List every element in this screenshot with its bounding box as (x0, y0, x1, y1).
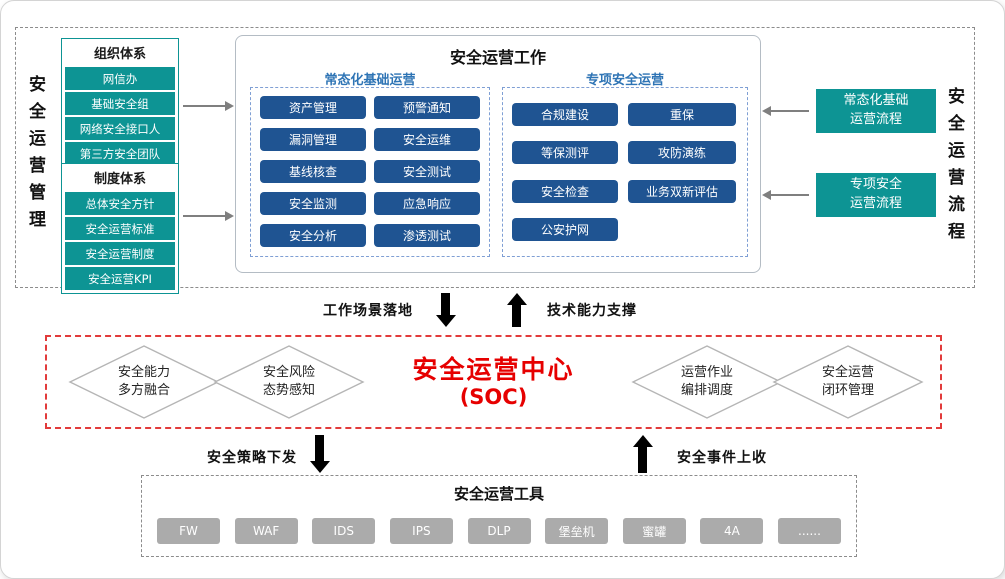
risk-awareness-diamond: 安全风险 态势感知 (213, 345, 365, 419)
normal-ops-item: 应急响应 (374, 192, 480, 215)
tool-item-fw: FW (157, 518, 220, 544)
org-system-item: 网信办 (65, 67, 175, 90)
diamond-label: 运营作业 编排调度 (680, 364, 733, 398)
normal-ops-title: 常态化基础运营 (324, 73, 416, 88)
special-ops-item: 业务双新评估 (628, 180, 736, 203)
event-up-arrow (632, 435, 653, 473)
special-ops-item: 合规建设 (512, 103, 618, 126)
diamond-shape-icon (631, 345, 783, 419)
org-system-title: 组织体系 (93, 47, 146, 62)
operation-scheduling-diamond: 运营作业 编排调度 (631, 345, 783, 419)
tool-item-ips: IPS (389, 518, 453, 544)
tool-item-dlp: DLP (467, 518, 531, 544)
tools-panel: 安全运营工具 FW WAF IDS IPS DLP 堡垒机 蜜罐 4A ....… (141, 475, 857, 557)
normal-ops-item: 基线核查 (260, 160, 366, 183)
tech-up-arrow (506, 293, 527, 327)
normal-flow-to-work-arrow (762, 105, 809, 116)
scenario-down-arrow (435, 293, 456, 327)
capability-fusion-diamond: 安全能力 多方融合 (68, 345, 220, 419)
diamond-shape-icon (68, 345, 220, 419)
work-panel-title: 安全运营工作 (449, 48, 546, 67)
tools-row: FW WAF IDS IPS DLP 堡垒机 蜜罐 4A ...... (157, 518, 841, 544)
management-vertical-label: 安全运营管理 (25, 75, 45, 237)
special-ops-item: 安全检查 (512, 180, 618, 203)
normal-ops-item: 预警通知 (374, 96, 480, 119)
special-ops-item: 重保 (628, 103, 736, 126)
policy-system-item: 安全运营KPI (65, 267, 175, 290)
org-system-item: 基础安全组 (65, 92, 175, 115)
policy-system-title: 制度体系 (93, 172, 146, 187)
special-ops-title: 专项安全运营 (585, 73, 664, 88)
normal-ops-item: 资产管理 (260, 96, 366, 119)
special-ops-item: 公安护网 (512, 218, 618, 241)
scenario-landing-label: 工作场景落地 (323, 303, 413, 319)
org-system-group: 组织体系 网信办 基础安全组 网络安全接口人 第三方安全团队 (61, 38, 179, 169)
soc-title: 安全运营中心 (412, 355, 575, 384)
normal-flow-box: 常态化基础 运营流程 (816, 89, 936, 133)
special-flow-to-work-arrow (762, 189, 809, 200)
soc-panel-border: 安全运营中心 (SOC) (45, 335, 942, 429)
diamond-label: 安全运营 闭环管理 (821, 364, 874, 398)
diamond-label: 安全能力 多方融合 (117, 364, 170, 398)
tool-item-more: ...... (778, 518, 841, 544)
management-region-border (15, 27, 975, 288)
org-to-work-arrow (183, 100, 234, 111)
process-vertical-label: 安全运营流程 (944, 87, 964, 249)
policy-dispatch-label: 安全策略下发 (207, 450, 297, 466)
tools-title: 安全运营工具 (453, 485, 544, 503)
tool-item-ids: IDS (312, 518, 376, 544)
policy-system-item: 安全运营标准 (65, 217, 175, 240)
policy-system-item: 安全运营制度 (65, 242, 175, 265)
normal-ops-box (250, 87, 490, 257)
special-ops-box (502, 87, 748, 257)
policy-system-group: 制度体系 总体安全方针 安全运营标准 安全运营制度 安全运营KPI (61, 163, 179, 294)
diamond-shape-icon (772, 345, 924, 419)
policy-to-work-arrow (183, 210, 234, 221)
normal-ops-item: 安全运维 (374, 128, 480, 151)
diamond-shape-icon (213, 345, 365, 419)
org-system-item: 网络安全接口人 (65, 117, 175, 140)
special-ops-item: 等保测评 (512, 141, 618, 164)
security-operations-work-panel: 安全运营工作 常态化基础运营 资产管理 漏洞管理 基线核查 安全监测 安全分析 … (235, 35, 761, 273)
closed-loop-diamond: 安全运营 闭环管理 (772, 345, 924, 419)
tool-item-bastion: 堡垒机 (545, 518, 609, 544)
tech-support-label: 技术能力支撑 (547, 303, 637, 319)
tool-item-honeypot: 蜜罐 (622, 518, 686, 544)
diamond-label: 安全风险 态势感知 (262, 364, 315, 398)
policy-down-arrow (309, 435, 330, 473)
normal-ops-item: 渗透测试 (374, 224, 480, 247)
normal-ops-item: 安全监测 (260, 192, 366, 215)
normal-ops-item: 漏洞管理 (260, 128, 366, 151)
tool-item-4a: 4A (700, 518, 764, 544)
policy-system-item: 总体安全方针 (65, 192, 175, 215)
special-ops-item: 攻防演练 (628, 141, 736, 164)
soc-subtitle: (SOC) (459, 385, 528, 409)
normal-ops-item: 安全测试 (374, 160, 480, 183)
special-flow-box: 专项安全 运营流程 (816, 173, 936, 217)
org-system-item: 第三方安全团队 (65, 142, 175, 165)
event-collect-label: 安全事件上收 (677, 450, 767, 466)
normal-ops-item: 安全分析 (260, 224, 366, 247)
tool-item-waf: WAF (234, 518, 298, 544)
